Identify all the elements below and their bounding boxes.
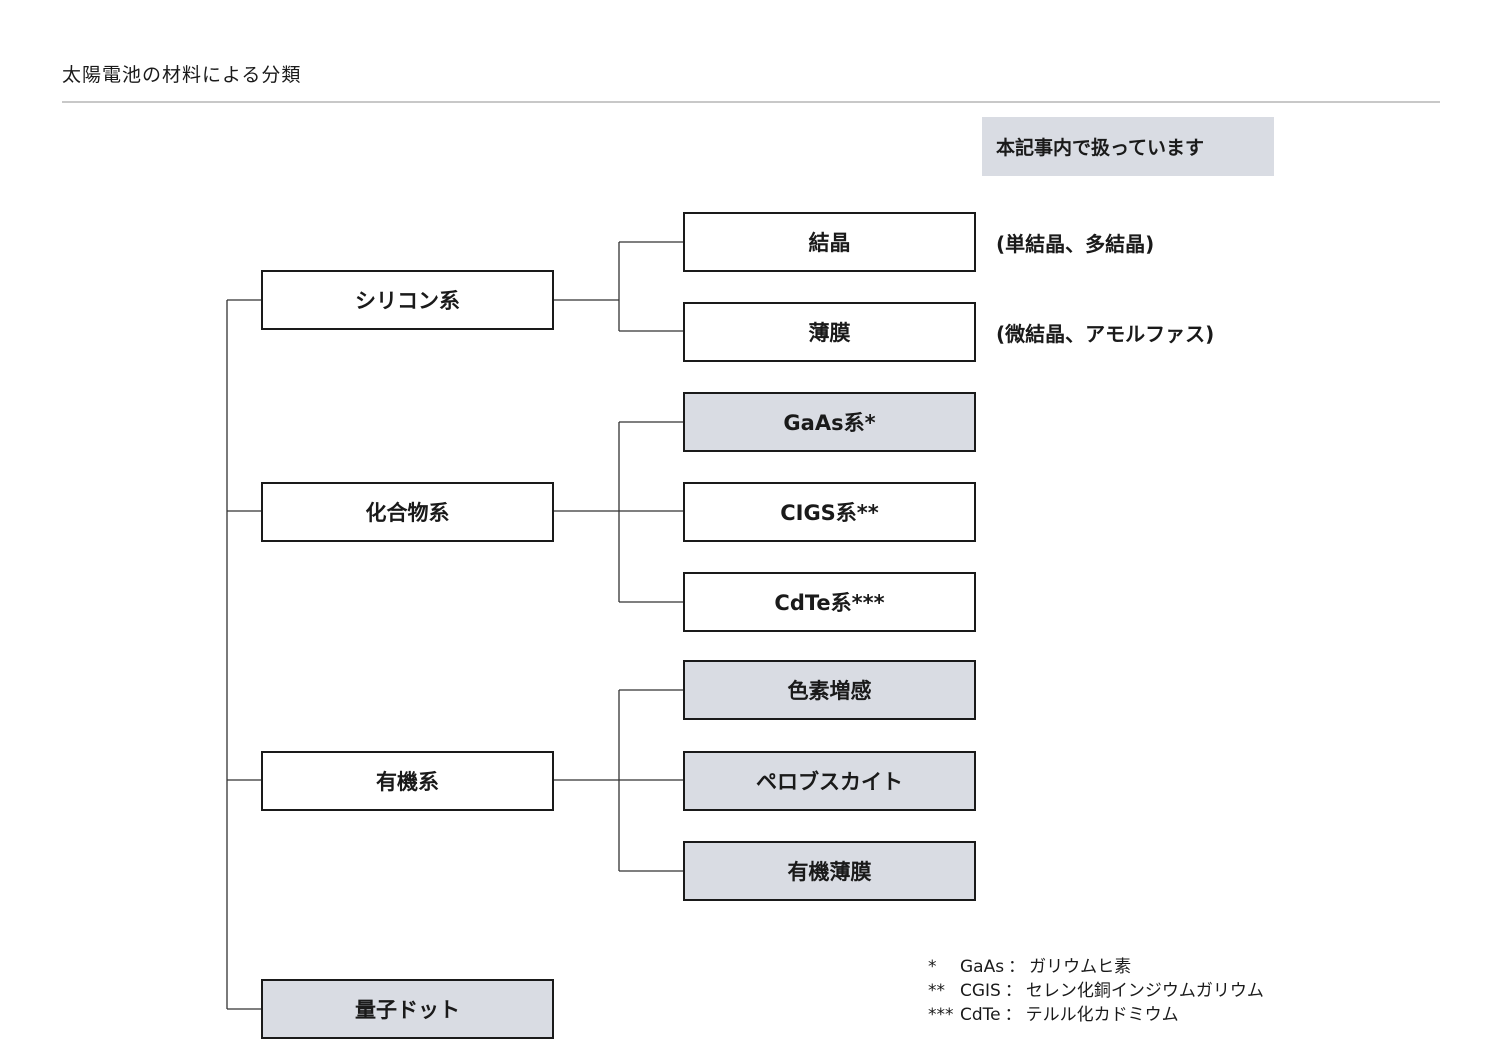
- node-compound-label: 化合物系: [365, 501, 450, 525]
- node-gaas-label: GaAs系*: [783, 411, 876, 435]
- node-organic-thin-film: 有機薄膜: [683, 841, 976, 901]
- node-silicon-label: シリコン系: [355, 289, 460, 313]
- node-perovskite-label: ペロブスカイト: [756, 770, 903, 794]
- node-organic: 有機系: [261, 751, 554, 811]
- footnote-sep: ：: [1008, 957, 1026, 977]
- node-crystal: 結晶: [683, 212, 976, 272]
- connector-compound: [554, 421, 683, 603]
- legend-label: 本記事内で扱っています: [996, 137, 1205, 159]
- legend-highlight-key: 本記事内で扱っています: [982, 117, 1274, 176]
- connector-silicon: [554, 241, 683, 332]
- node-dye-sensitized: 色素増感: [683, 660, 976, 720]
- title-divider: [62, 101, 1440, 103]
- footnote-cgis: ** CGIS ： セレン化銅インジウムガリウム: [928, 979, 1264, 1003]
- node-compound: 化合物系: [261, 482, 554, 542]
- node-crystal-label: 結晶: [808, 231, 851, 255]
- footnotes: * GaAs ： ガリウムヒ素 ** CGIS ： セレン化銅インジウムガリウム…: [928, 955, 1264, 1027]
- node-silicon: シリコン系: [261, 270, 554, 330]
- footnote-gaas: * GaAs ： ガリウムヒ素: [928, 955, 1264, 979]
- node-cdte-label: CdTe系***: [774, 591, 885, 615]
- node-cdte: CdTe系***: [683, 572, 976, 632]
- footnote-abbr: CdTe: [960, 1005, 1001, 1025]
- footnote-desc: テルル化カドミウム: [1025, 1005, 1179, 1025]
- node-thin-film: 薄膜: [683, 302, 976, 362]
- footnote-mark: **: [928, 981, 945, 1001]
- footnote-mark: ***: [928, 1005, 954, 1025]
- footnote-desc: ガリウムヒ素: [1029, 957, 1132, 977]
- node-organic-label: 有機系: [376, 770, 439, 794]
- footnote-mark: *: [928, 957, 937, 977]
- footnote-abbr: CGIS: [960, 981, 1001, 1001]
- footnote-desc: セレン化銅インジウムガリウム: [1025, 981, 1264, 1001]
- footnote-sep: ：: [1004, 981, 1022, 1001]
- node-quantum-dot-label: 量子ドット: [355, 998, 460, 1022]
- node-gaas: GaAs系*: [683, 392, 976, 452]
- node-perovskite: ペロブスカイト: [683, 751, 976, 811]
- node-dye-sensitized-label: 色素増感: [787, 679, 872, 703]
- node-cigs: CIGS系**: [683, 482, 976, 542]
- node-thin-film-label: 薄膜: [808, 321, 851, 345]
- node-cigs-label: CIGS系**: [780, 501, 879, 525]
- page-title: 太陽電池の材料による分類: [62, 64, 302, 86]
- connector-organic: [554, 689, 683, 872]
- footnote-abbr: GaAs: [960, 957, 1005, 977]
- note-crystal: (単結晶、多結晶): [996, 232, 1155, 256]
- footnote-cdte: *** CdTe ： テルル化カドミウム: [928, 1003, 1264, 1027]
- note-thin-film: (微結晶、アモルファス): [996, 322, 1215, 346]
- footnote-sep: ：: [1004, 1005, 1022, 1025]
- node-organic-thin-film-label: 有機薄膜: [787, 860, 872, 884]
- node-quantum-dot: 量子ドット: [261, 979, 554, 1039]
